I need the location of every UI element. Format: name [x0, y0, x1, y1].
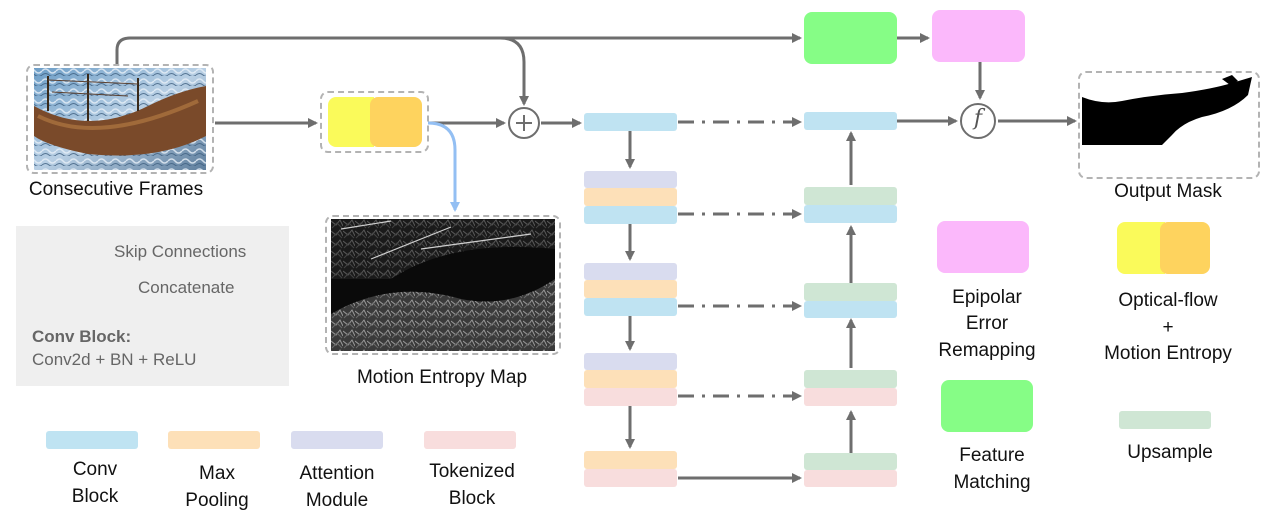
bottleneck-token — [584, 469, 677, 487]
legend-upsample-swatch — [1119, 411, 1211, 429]
legend-pool-label-1: Max — [199, 463, 235, 484]
legend-token-swatch — [424, 431, 516, 449]
entropy-map-frame — [325, 215, 561, 355]
decoder-conv-2 — [804, 205, 897, 223]
motion-entropy-block — [370, 97, 422, 147]
feature-matching-block — [804, 12, 897, 64]
legend-flow-orange-swatch — [1160, 222, 1210, 274]
legend-conv-block-desc: Conv2d + BN + ReLU — [32, 350, 197, 369]
legend-attn-label-2: Module — [305, 490, 369, 511]
decoder-upsample-2 — [804, 187, 897, 205]
legend-feature-label-2: Matching — [953, 472, 1031, 493]
legend-feature-label-1: Feature — [959, 445, 1025, 466]
encoder-attention-2 — [584, 171, 677, 188]
output-mask-label: Output Mask — [1114, 181, 1222, 202]
decoder-upsample-5 — [804, 453, 897, 470]
legend-epipolar-label-3: Remapping — [938, 340, 1036, 361]
legend-token-label-1: Tokenized — [429, 461, 515, 482]
decoder-upsample-3 — [804, 283, 897, 301]
flow-entropy-frame — [320, 91, 429, 153]
consecutive-frames-label: Consecutive Frames — [28, 179, 204, 200]
legend-flow-label-1: Optical-flow — [1118, 290, 1218, 311]
encoder-attention-4 — [584, 353, 677, 370]
fusion-node — [960, 103, 996, 139]
optical-flow-block — [328, 97, 374, 147]
legend-flow-label-2: + — [1162, 317, 1174, 338]
encoder-pool-3 — [584, 280, 677, 298]
legend-conv-label-1: Conv — [72, 459, 118, 480]
legend-flow-yellow-swatch — [1117, 222, 1165, 274]
top-to-concat-arrow — [499, 36, 529, 106]
legend-upsample-label: Upsample — [1127, 442, 1213, 463]
top-path-arrow — [115, 33, 802, 64]
legend-feature-swatch — [941, 380, 1033, 432]
legend-attn-label-1: Attention — [299, 463, 375, 484]
decoder-token-4 — [804, 388, 897, 406]
legend-flow-label-3: Motion Entropy — [1104, 343, 1232, 364]
bottleneck-pool — [584, 451, 677, 469]
legend-conv-block-title: Conv Block: — [32, 327, 132, 346]
encoder-pool-4 — [584, 370, 677, 388]
fusion-symbol: f — [973, 106, 983, 131]
legend-panel — [16, 226, 289, 386]
frames-image-frame — [26, 64, 214, 174]
epipolar-error-block — [932, 10, 1025, 62]
legend-attn-swatch — [291, 431, 383, 449]
legend-epipolar-label-1: Epipolar — [952, 287, 1022, 308]
legend-pool-swatch — [168, 431, 260, 449]
legend-concat-label: Concatenate — [138, 278, 235, 297]
legend-conv-swatch — [46, 431, 138, 449]
legend-epipolar-swatch — [937, 221, 1029, 273]
encoder-conv-3 — [584, 298, 677, 316]
encoder-pool-2 — [584, 188, 677, 206]
output-mask-frame — [1078, 71, 1260, 179]
decoder-token-5 — [804, 470, 897, 487]
decoder-upsample-4 — [804, 370, 897, 388]
encoder-conv-2 — [584, 206, 677, 224]
motion-entropy-map-image — [331, 219, 555, 351]
legend-conv-label-2: Block — [71, 486, 119, 507]
consecutive-frames-image — [34, 68, 206, 170]
encoder-token-4 — [584, 388, 677, 406]
decoder-conv-3 — [804, 301, 897, 318]
legend-epipolar-label-2: Error — [965, 313, 1009, 334]
flow-to-entropy-arrow — [427, 121, 460, 212]
legend-skip-label: Skip Connections — [114, 242, 247, 261]
encoder-attention-3 — [584, 263, 677, 280]
encoder-conv-block-1 — [584, 113, 677, 131]
legend-token-label-2: Block — [448, 488, 496, 509]
decoder-conv-top — [804, 112, 897, 130]
output-mask-image — [1082, 75, 1256, 175]
motion-entropy-map-label: Motion Entropy Map — [356, 367, 528, 388]
legend-pool-label-2: Pooling — [185, 490, 249, 511]
